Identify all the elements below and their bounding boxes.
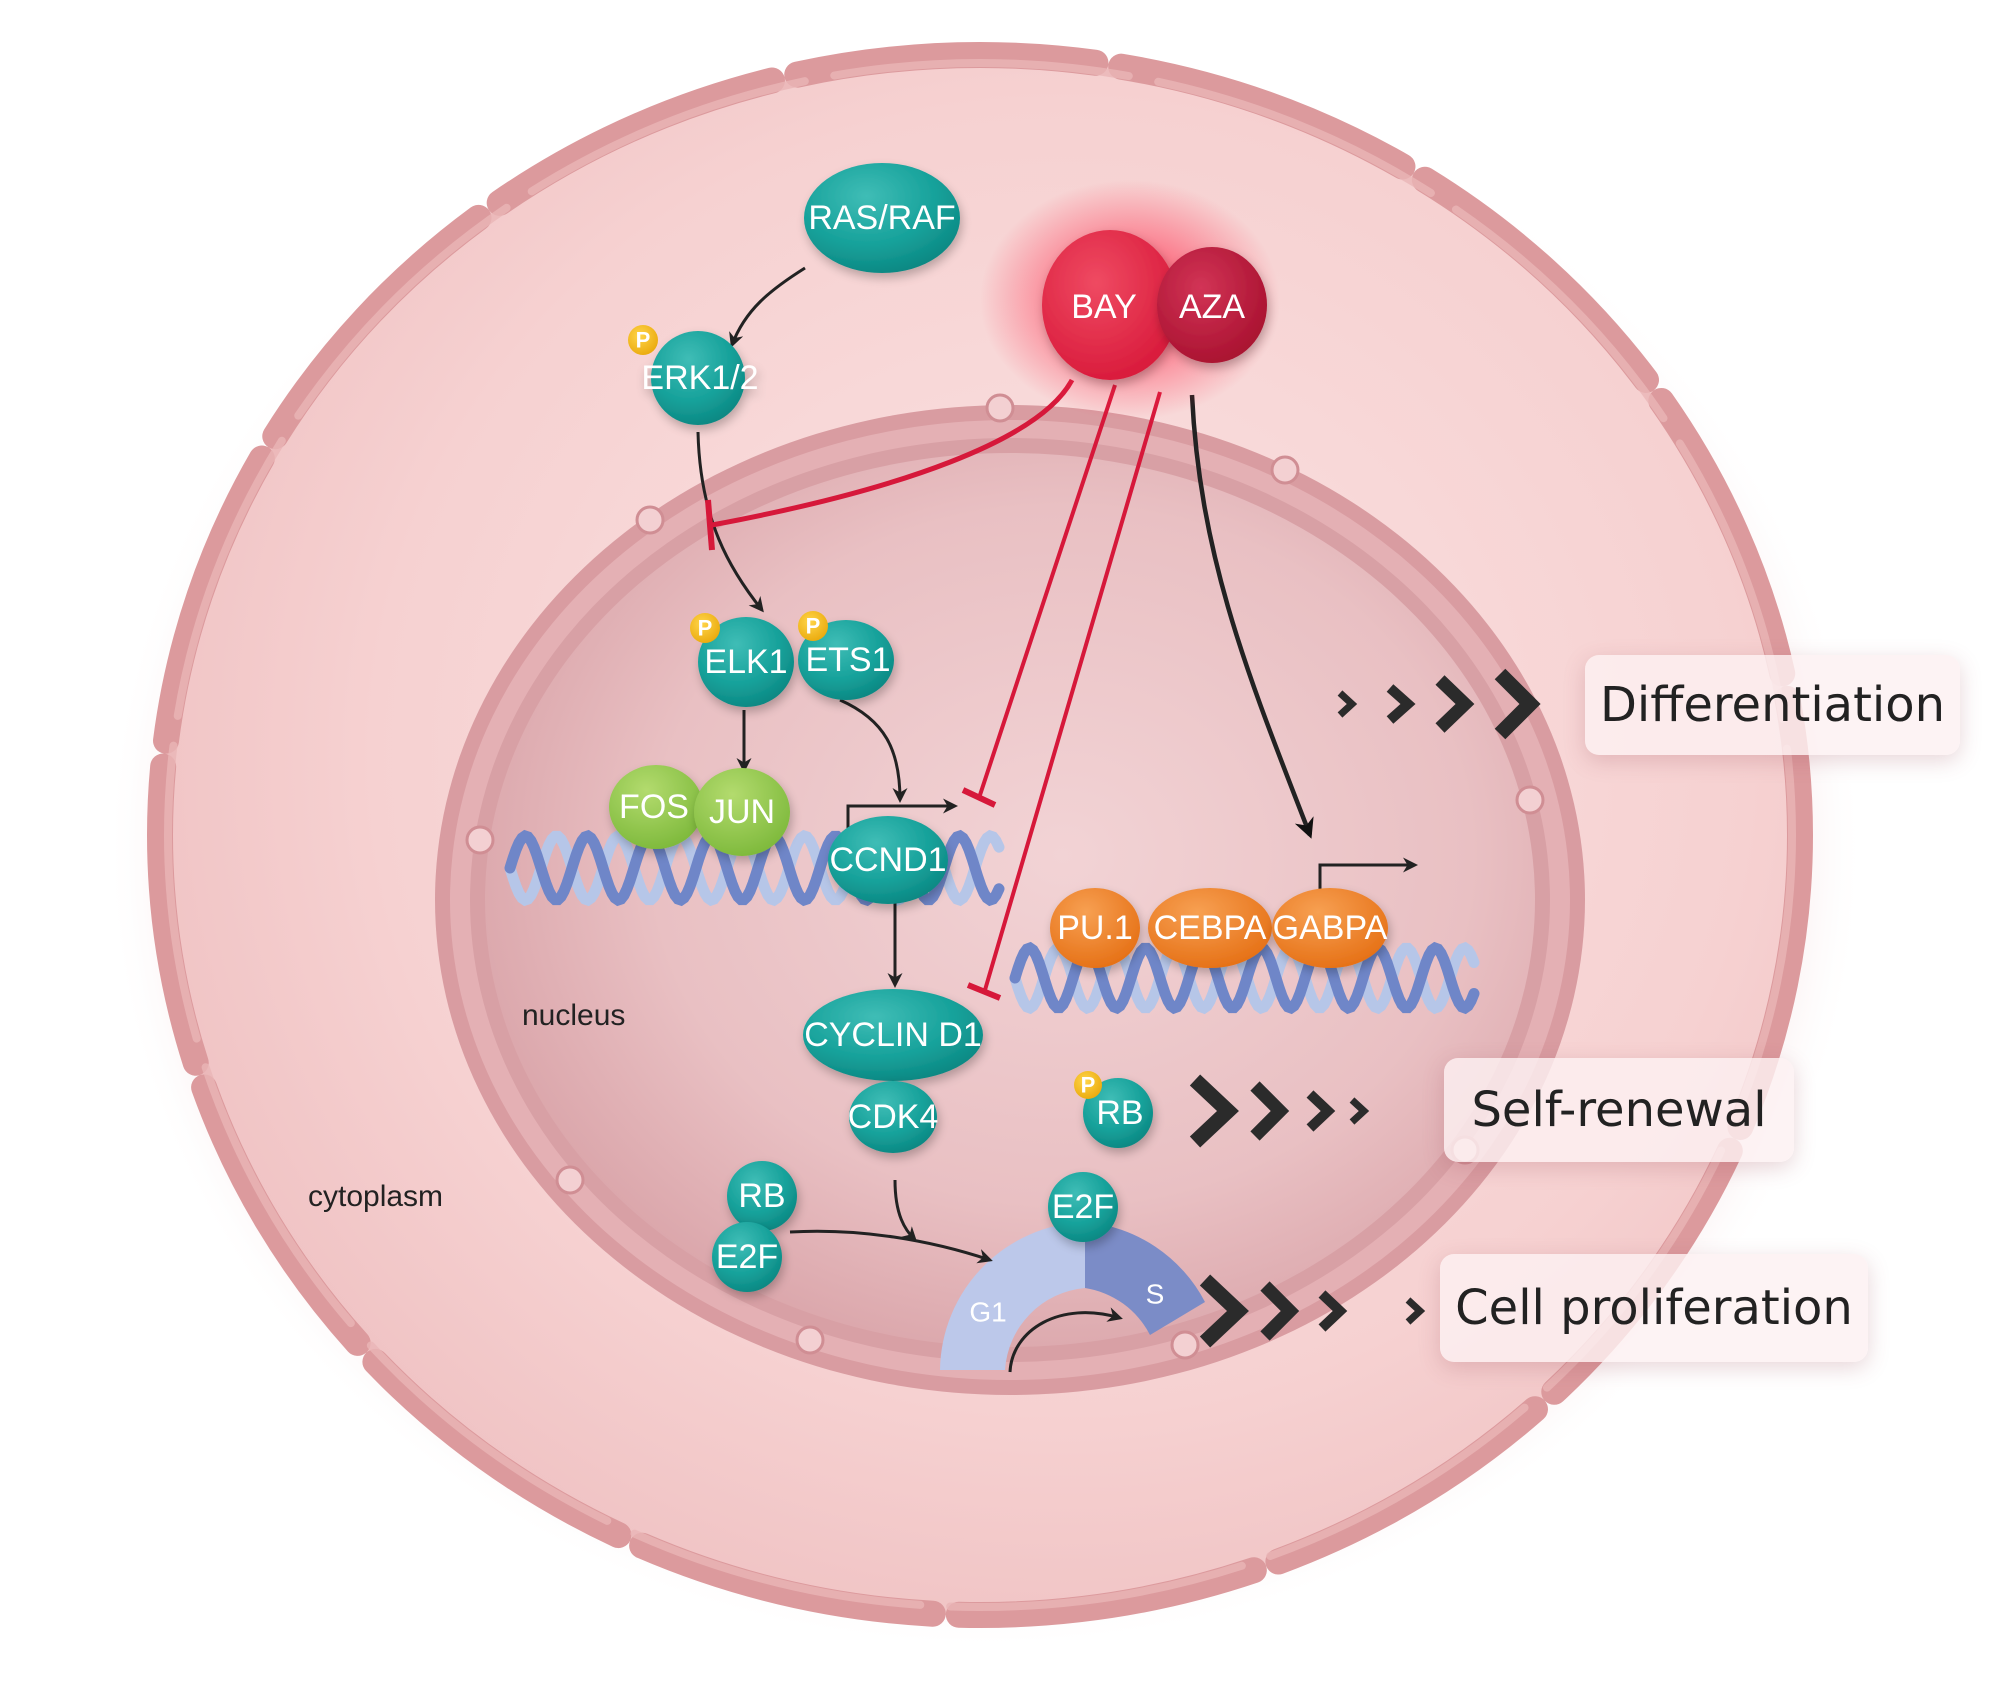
chevron-icon xyxy=(1435,675,1475,733)
inhibit-bay-erk-nuclear-entry xyxy=(711,378,1075,528)
e2f-free-label: E2F xyxy=(1052,1188,1114,1226)
aza-label: AZA xyxy=(1179,288,1245,326)
phospho-rb-label: P xyxy=(1081,1073,1096,1098)
nuclear-pores xyxy=(465,393,1545,1360)
jun-label: JUN xyxy=(709,793,775,831)
protein-cdk4: CDK4 xyxy=(848,1081,939,1153)
outcome-cell-proliferation: Cell proliferation xyxy=(1440,1254,1868,1362)
chevrons-self-renewal xyxy=(1189,1074,1370,1148)
cell-cycle-arc: G1 S xyxy=(940,1222,1205,1373)
protein-e2f-complex: E2F xyxy=(712,1222,782,1292)
pu1-label: PU.1 xyxy=(1057,909,1133,947)
phospho-erk: P xyxy=(628,325,658,355)
erk-label: ERK1/2 xyxy=(641,359,758,397)
inhibition-lines xyxy=(705,378,1162,1001)
phospho-rb: P xyxy=(1074,1071,1102,1099)
rb-complex-label: RB xyxy=(738,1177,785,1215)
drug-bay: BAY xyxy=(1042,230,1178,380)
tss-ccnd1 xyxy=(846,798,958,835)
phospho-elk1: P xyxy=(690,613,720,643)
rb-phospho-label: RB xyxy=(1096,1094,1143,1132)
activation-arrows xyxy=(696,266,1314,1264)
chevrons-differentiation xyxy=(1337,668,1541,740)
chevron-icon xyxy=(1306,1090,1336,1132)
inhibit-aza-cyclind1-bar xyxy=(966,982,1002,1001)
phospho-erk-label: P xyxy=(636,328,651,353)
arrow-aza-to-gabpa xyxy=(1189,394,1314,839)
differentiation-label: Differentiation xyxy=(1599,677,1946,733)
chevron-icon xyxy=(1494,668,1541,740)
inhibit-bay-ccnd1 xyxy=(978,384,1117,796)
protein-pu1: PU.1 xyxy=(1050,888,1140,968)
protein-ccnd1: CCND1 xyxy=(828,816,948,904)
chevron-icon xyxy=(1189,1074,1239,1148)
outcome-differentiation: Differentiation xyxy=(1585,655,1960,755)
elk1-label: ELK1 xyxy=(704,643,787,681)
protein-erk: ERK1/2 xyxy=(641,331,759,425)
phospho-elk1-label: P xyxy=(698,616,713,641)
arrow-cdk4-to-cycle xyxy=(893,1179,918,1243)
arrow-erk-to-elk1 xyxy=(696,431,764,613)
e2f-complex-label: E2F xyxy=(716,1238,778,1276)
cyclin-d1-label: CYCLIN D1 xyxy=(804,1016,982,1054)
chevron-icon xyxy=(1337,690,1358,718)
outcome-self-renewal: Self-renewal xyxy=(1444,1058,1794,1162)
cell-membrane xyxy=(147,42,1813,1628)
ets1-label: ETS1 xyxy=(805,641,890,679)
drug-aza: AZA xyxy=(1157,247,1267,363)
protein-gabpa: GABPA xyxy=(1272,888,1388,968)
cebpa-label: CEBPA xyxy=(1154,909,1267,947)
chevron-icon xyxy=(1199,1274,1249,1348)
chevron-icon xyxy=(1250,1081,1290,1141)
protein-ets1: ETS1 xyxy=(798,620,894,700)
protein-fos: FOS xyxy=(609,765,703,849)
protein-elk1: ELK1 xyxy=(698,617,794,707)
inhibit-bay-ccnd1-bar xyxy=(961,787,997,808)
protein-rb-phospho: RB xyxy=(1083,1078,1153,1148)
s-label: S xyxy=(1146,1279,1165,1310)
protein-jun: JUN xyxy=(694,768,790,856)
nucleus-label: nucleus xyxy=(522,999,625,1032)
cell-proliferation-label: Cell proliferation xyxy=(1455,1280,1853,1336)
chevron-icon xyxy=(1386,684,1416,724)
chevron-icon xyxy=(1349,1097,1370,1125)
inhibit-bay-erk-bar xyxy=(705,499,715,551)
protein-ras-raf: RAS/RAF xyxy=(804,163,960,273)
protein-cebpa: CEBPA xyxy=(1148,888,1272,968)
g1-phase-arc xyxy=(940,1222,1085,1370)
g1-label: G1 xyxy=(969,1297,1006,1328)
chevron-icon xyxy=(1405,1297,1426,1325)
s-phase-arc xyxy=(1085,1222,1205,1335)
chevron-icon xyxy=(1260,1281,1300,1341)
self-renewal-label: Self-renewal xyxy=(1471,1082,1767,1138)
gabpa-label: GABPA xyxy=(1273,909,1388,947)
cell-membrane-highlight xyxy=(164,59,1796,1611)
phospho-ets1: P xyxy=(798,611,828,641)
bay-label: BAY xyxy=(1071,288,1137,326)
protein-e2f-free: E2F xyxy=(1048,1172,1118,1242)
chevrons-proliferation xyxy=(1199,1274,1426,1348)
cytoplasm-label: cytoplasm xyxy=(308,1180,443,1213)
g1-to-s-arrow xyxy=(1008,1307,1123,1373)
protein-rb-complex: RB xyxy=(727,1161,797,1231)
protein-cyclin-d1: CYCLIN D1 xyxy=(803,989,983,1081)
arrow-ets1-to-ccnd1 xyxy=(839,698,908,803)
arrow-rasraf-to-erk xyxy=(729,266,806,348)
ras-raf-label: RAS/RAF xyxy=(808,199,955,237)
fos-label: FOS xyxy=(619,788,689,826)
inhibit-aza-cyclind1 xyxy=(983,391,1162,991)
chevron-icon xyxy=(1318,1290,1348,1332)
cdk4-label: CDK4 xyxy=(848,1098,939,1136)
ccnd1-label: CCND1 xyxy=(829,841,946,879)
arrow-rbe2f-to-cycle xyxy=(789,1229,993,1264)
phospho-ets1-label: P xyxy=(806,614,821,639)
